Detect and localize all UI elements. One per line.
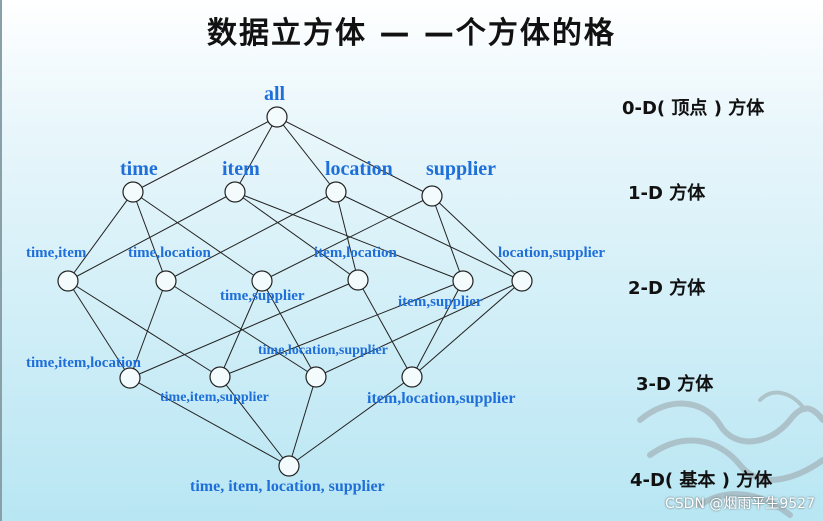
lattice-edge-S-LS bbox=[432, 196, 522, 281]
level-2d-label: 2-D 方体 bbox=[628, 274, 705, 300]
label-time-item: time,item bbox=[26, 245, 87, 261]
cuboid-node-S bbox=[422, 186, 442, 206]
lattice-edge-all-S bbox=[277, 117, 432, 196]
lattice-edge-all-T bbox=[133, 117, 277, 192]
cuboid-node-IS bbox=[453, 271, 473, 291]
cuboid-node-I bbox=[225, 182, 245, 202]
label-time-supplier: time,supplier bbox=[220, 288, 305, 304]
level-0d-label: 0-D( 顶点 ) 方体 bbox=[622, 94, 764, 120]
cuboid-node-base bbox=[279, 456, 299, 476]
lattice-edge-L-TL bbox=[166, 192, 336, 281]
label-time-location: time,location bbox=[128, 245, 212, 261]
label-time-location-supplier: time,location,supplier bbox=[258, 343, 388, 358]
lattice-edge-TLS-base bbox=[289, 377, 316, 466]
label-time-item-location: time,item,location bbox=[26, 355, 142, 371]
cuboid-node-TLS bbox=[306, 367, 326, 387]
cuboid-node-TI bbox=[58, 271, 78, 291]
cuboid-node-TIL bbox=[120, 368, 140, 388]
label-item-location-supplier: item,location,supplier bbox=[367, 390, 515, 407]
level-3d-label: 3-D 方体 bbox=[636, 370, 713, 396]
cuboid-node-LS bbox=[512, 271, 532, 291]
cuboid-node-T bbox=[123, 182, 143, 202]
cuboid-node-ILS bbox=[402, 367, 422, 387]
level-1d-label: 1-D 方体 bbox=[628, 179, 705, 205]
watermark: CSDN @烟雨平生9527 bbox=[665, 493, 815, 513]
lattice-edge-all-L bbox=[277, 117, 336, 192]
cuboid-node-IL bbox=[348, 270, 368, 290]
label-item-location: item,location bbox=[314, 245, 398, 261]
lattice-edge-S-IS bbox=[432, 196, 463, 281]
cuboid-node-all bbox=[267, 107, 287, 127]
label-location-supplier: location,supplier bbox=[498, 245, 605, 261]
label-item: item bbox=[222, 158, 260, 180]
lattice-edge-T-TL bbox=[133, 192, 166, 281]
label-supplier: supplier bbox=[426, 158, 496, 180]
lattice-edge-S-TS bbox=[262, 196, 432, 281]
cuboid-node-L bbox=[326, 182, 346, 202]
lattice-edge-T-TI bbox=[68, 192, 133, 281]
label-all: all bbox=[264, 83, 286, 105]
level-4d-label: 4-D( 基本 ) 方体 bbox=[630, 466, 772, 492]
label-base-cuboid: time, item, location, supplier bbox=[190, 478, 385, 495]
cuboid-node-TIS bbox=[210, 367, 230, 387]
label-time: time bbox=[120, 158, 158, 180]
label-item-supplier: item,supplier bbox=[398, 294, 483, 310]
label-time-item-supplier: time,item,supplier bbox=[160, 390, 269, 405]
label-location: location bbox=[325, 158, 393, 180]
cuboid-node-TL bbox=[156, 271, 176, 291]
